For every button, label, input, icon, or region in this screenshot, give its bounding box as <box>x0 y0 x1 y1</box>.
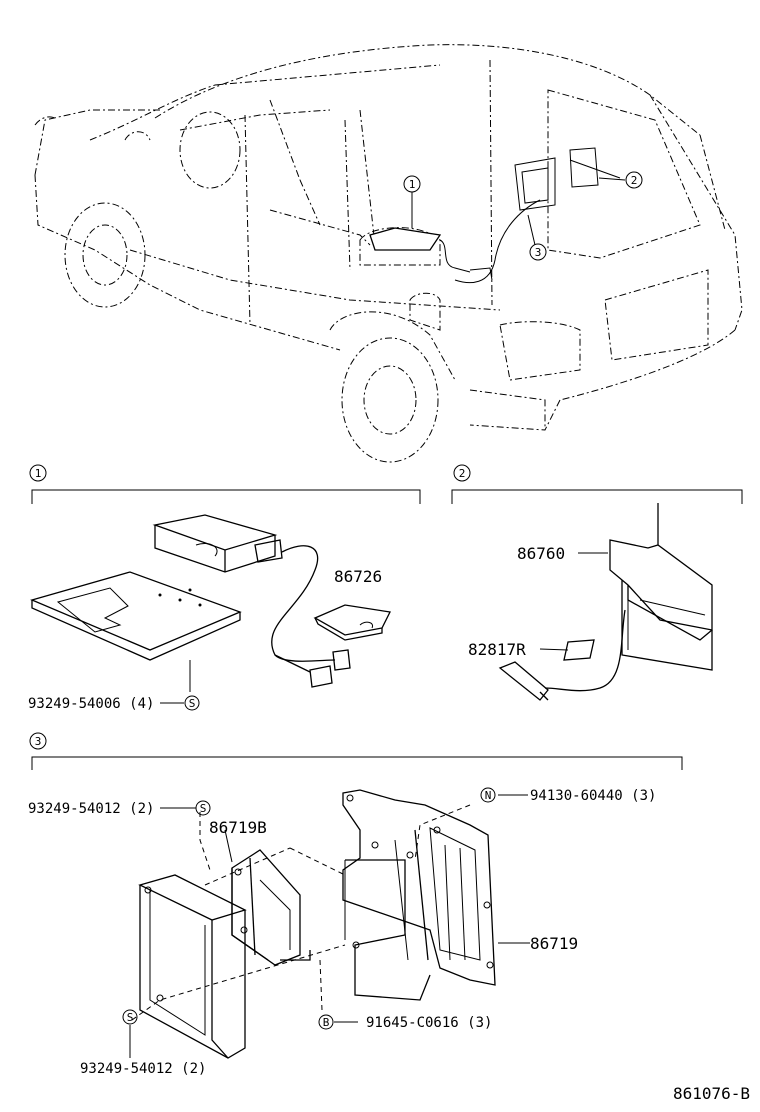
section-2-marker <box>453 464 471 482</box>
svg-text:N: N <box>485 789 492 802</box>
part-label-91645-c0616: B 91645-C0616 (3) <box>318 1014 492 1031</box>
symbol-s-icon <box>122 1009 138 1025</box>
svg-text:B: B <box>323 1016 330 1029</box>
section-1: 1 86726 93249-54006 (4) S <box>28 464 421 712</box>
svg-text:93249-54012 (2): 93249-54012 (2) <box>28 801 154 817</box>
part-label-82817r: 82817R <box>468 640 526 659</box>
part-label-93249-54012-bottom: S 93249-54012 (2) <box>80 1009 206 1077</box>
svg-text:2: 2 <box>631 174 638 187</box>
svg-text:S: S <box>127 1011 134 1024</box>
callout-1-vehicle: 1 <box>403 175 421 193</box>
part-label-86760: 86760 <box>517 544 565 563</box>
symbol-s-icon <box>184 695 200 711</box>
svg-text:3: 3 <box>35 735 42 748</box>
section-3: 3 <box>28 732 683 1077</box>
svg-text:93249-54006 (4): 93249-54006 (4) <box>28 696 154 712</box>
callout-2-vehicle: 2 <box>625 171 643 189</box>
svg-text:93249-54012 (2): 93249-54012 (2) <box>80 1061 206 1077</box>
symbol-n-icon <box>480 787 496 803</box>
part-label-93249-54012-top: 93249-54012 (2) S <box>28 800 211 817</box>
svg-text:1: 1 <box>35 467 42 480</box>
svg-text:94130-60440 (3): 94130-60440 (3) <box>530 788 656 804</box>
part-label-86726: 86726 <box>334 567 382 586</box>
svg-text:91645-C0616 (3): 91645-C0616 (3) <box>366 1015 492 1031</box>
part-label-93249-54006: 93249-54006 (4) S <box>28 695 200 712</box>
section-3-marker <box>29 732 47 750</box>
section-1-marker <box>29 464 47 482</box>
symbol-b-icon <box>318 1014 334 1030</box>
section-2: 2 86760 82817R <box>451 464 743 701</box>
part-label-94130-60440: N 94130-60440 (3) <box>480 787 656 804</box>
svg-text:S: S <box>189 697 196 710</box>
callout-3-vehicle: 3 <box>529 243 547 261</box>
part-label-86719: 86719 <box>530 934 578 953</box>
svg-text:S: S <box>200 802 207 815</box>
part-label-86719b: 86719B <box>209 818 267 837</box>
diagram-code: 861076-B <box>673 1084 750 1103</box>
svg-text:1: 1 <box>409 178 416 191</box>
vehicle-overview <box>34 44 743 463</box>
svg-text:3: 3 <box>535 246 542 259</box>
svg-text:2: 2 <box>459 467 466 480</box>
symbol-s-icon <box>195 800 211 816</box>
